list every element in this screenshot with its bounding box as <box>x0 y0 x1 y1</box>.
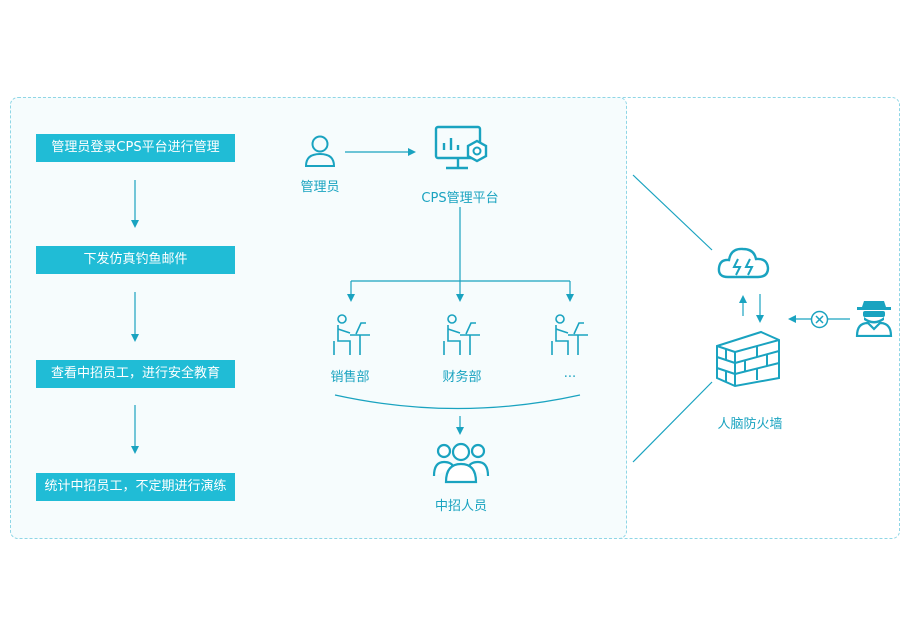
victims-label: 中招人员 <box>434 499 487 514</box>
platform-label: CPS管理平台 <box>421 191 499 206</box>
desk-worker-icon <box>443 314 480 355</box>
step-send-phishing: 下发仿真钓鱼邮件 <box>36 246 235 274</box>
admin-label: 管理员 <box>300 180 340 195</box>
monitor-gear-icon <box>434 125 488 170</box>
dept-sales-label: 销售部 <box>330 370 370 385</box>
hacker-icon <box>855 301 893 337</box>
desk-worker-icon <box>333 314 370 355</box>
dept-finance-label: 财务部 <box>442 370 482 385</box>
step-login: 管理员登录CPS平台进行管理 <box>36 134 235 162</box>
step-education: 查看中招员工，进行安全教育 <box>36 360 235 388</box>
diag-bottom-line <box>632 381 713 463</box>
step-drill: 统计中招员工，不定期进行演练 <box>36 473 235 501</box>
blocked-icon <box>810 310 829 329</box>
user-icon <box>304 135 336 167</box>
firewall-label: 人脑防火墙 <box>717 417 783 432</box>
process-panel <box>10 97 627 539</box>
dept-curve <box>334 394 581 410</box>
diag-top-line <box>632 174 713 251</box>
dept-more-label: ... <box>563 366 577 381</box>
desk-worker-icon <box>551 314 588 355</box>
brick-wall-icon <box>716 330 780 388</box>
cloud-lightning-icon <box>717 247 770 279</box>
group-icon <box>432 442 490 484</box>
